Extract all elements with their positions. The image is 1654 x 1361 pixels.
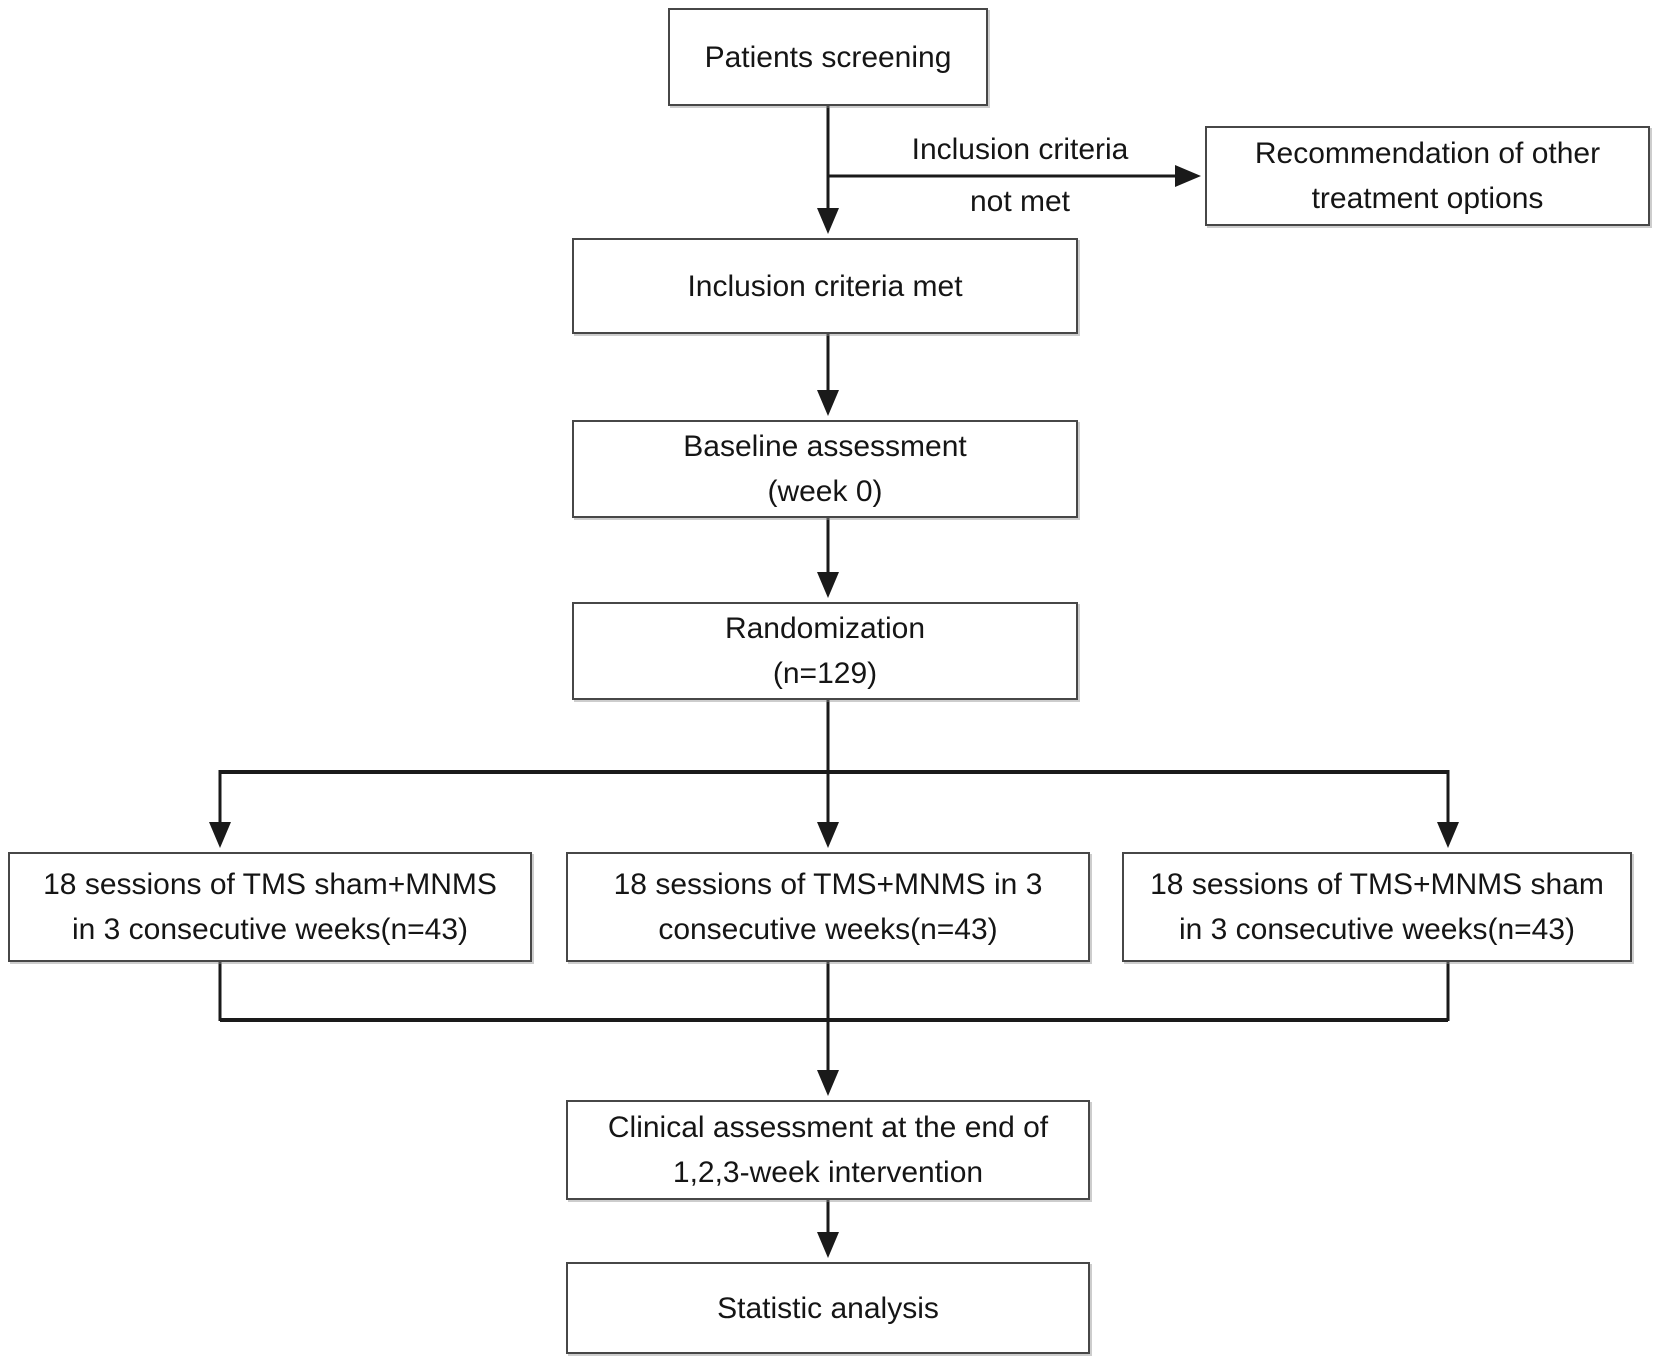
node-baseline-assessment: Baseline assessment (week 0) <box>572 420 1078 518</box>
node-inclusion-criteria-met: Inclusion criteria met <box>572 238 1078 334</box>
node-arm-tms-sham-plus-mnms: 18 sessions of TMS sham+MNMS in 3 consec… <box>8 852 532 962</box>
node-clinical-assessment: Clinical assessment at the end of 1,2,3-… <box>566 1100 1090 1200</box>
node-statistic-analysis: Statistic analysis <box>566 1262 1090 1354</box>
node-arm-tms-plus-mnms-sham: 18 sessions of TMS+MNMS sham in 3 consec… <box>1122 852 1632 962</box>
node-patients-screening: Patients screening <box>668 8 988 106</box>
node-recommendation-other-treatment: Recommendation of other treatment option… <box>1205 126 1650 226</box>
edge-label-inclusion-criteria-not-met: Inclusion criteria not met <box>911 133 1129 218</box>
node-randomization: Randomization (n=129) <box>572 602 1078 700</box>
node-arm-tms-plus-mnms: 18 sessions of TMS+MNMS in 3 consecutive… <box>566 852 1090 962</box>
